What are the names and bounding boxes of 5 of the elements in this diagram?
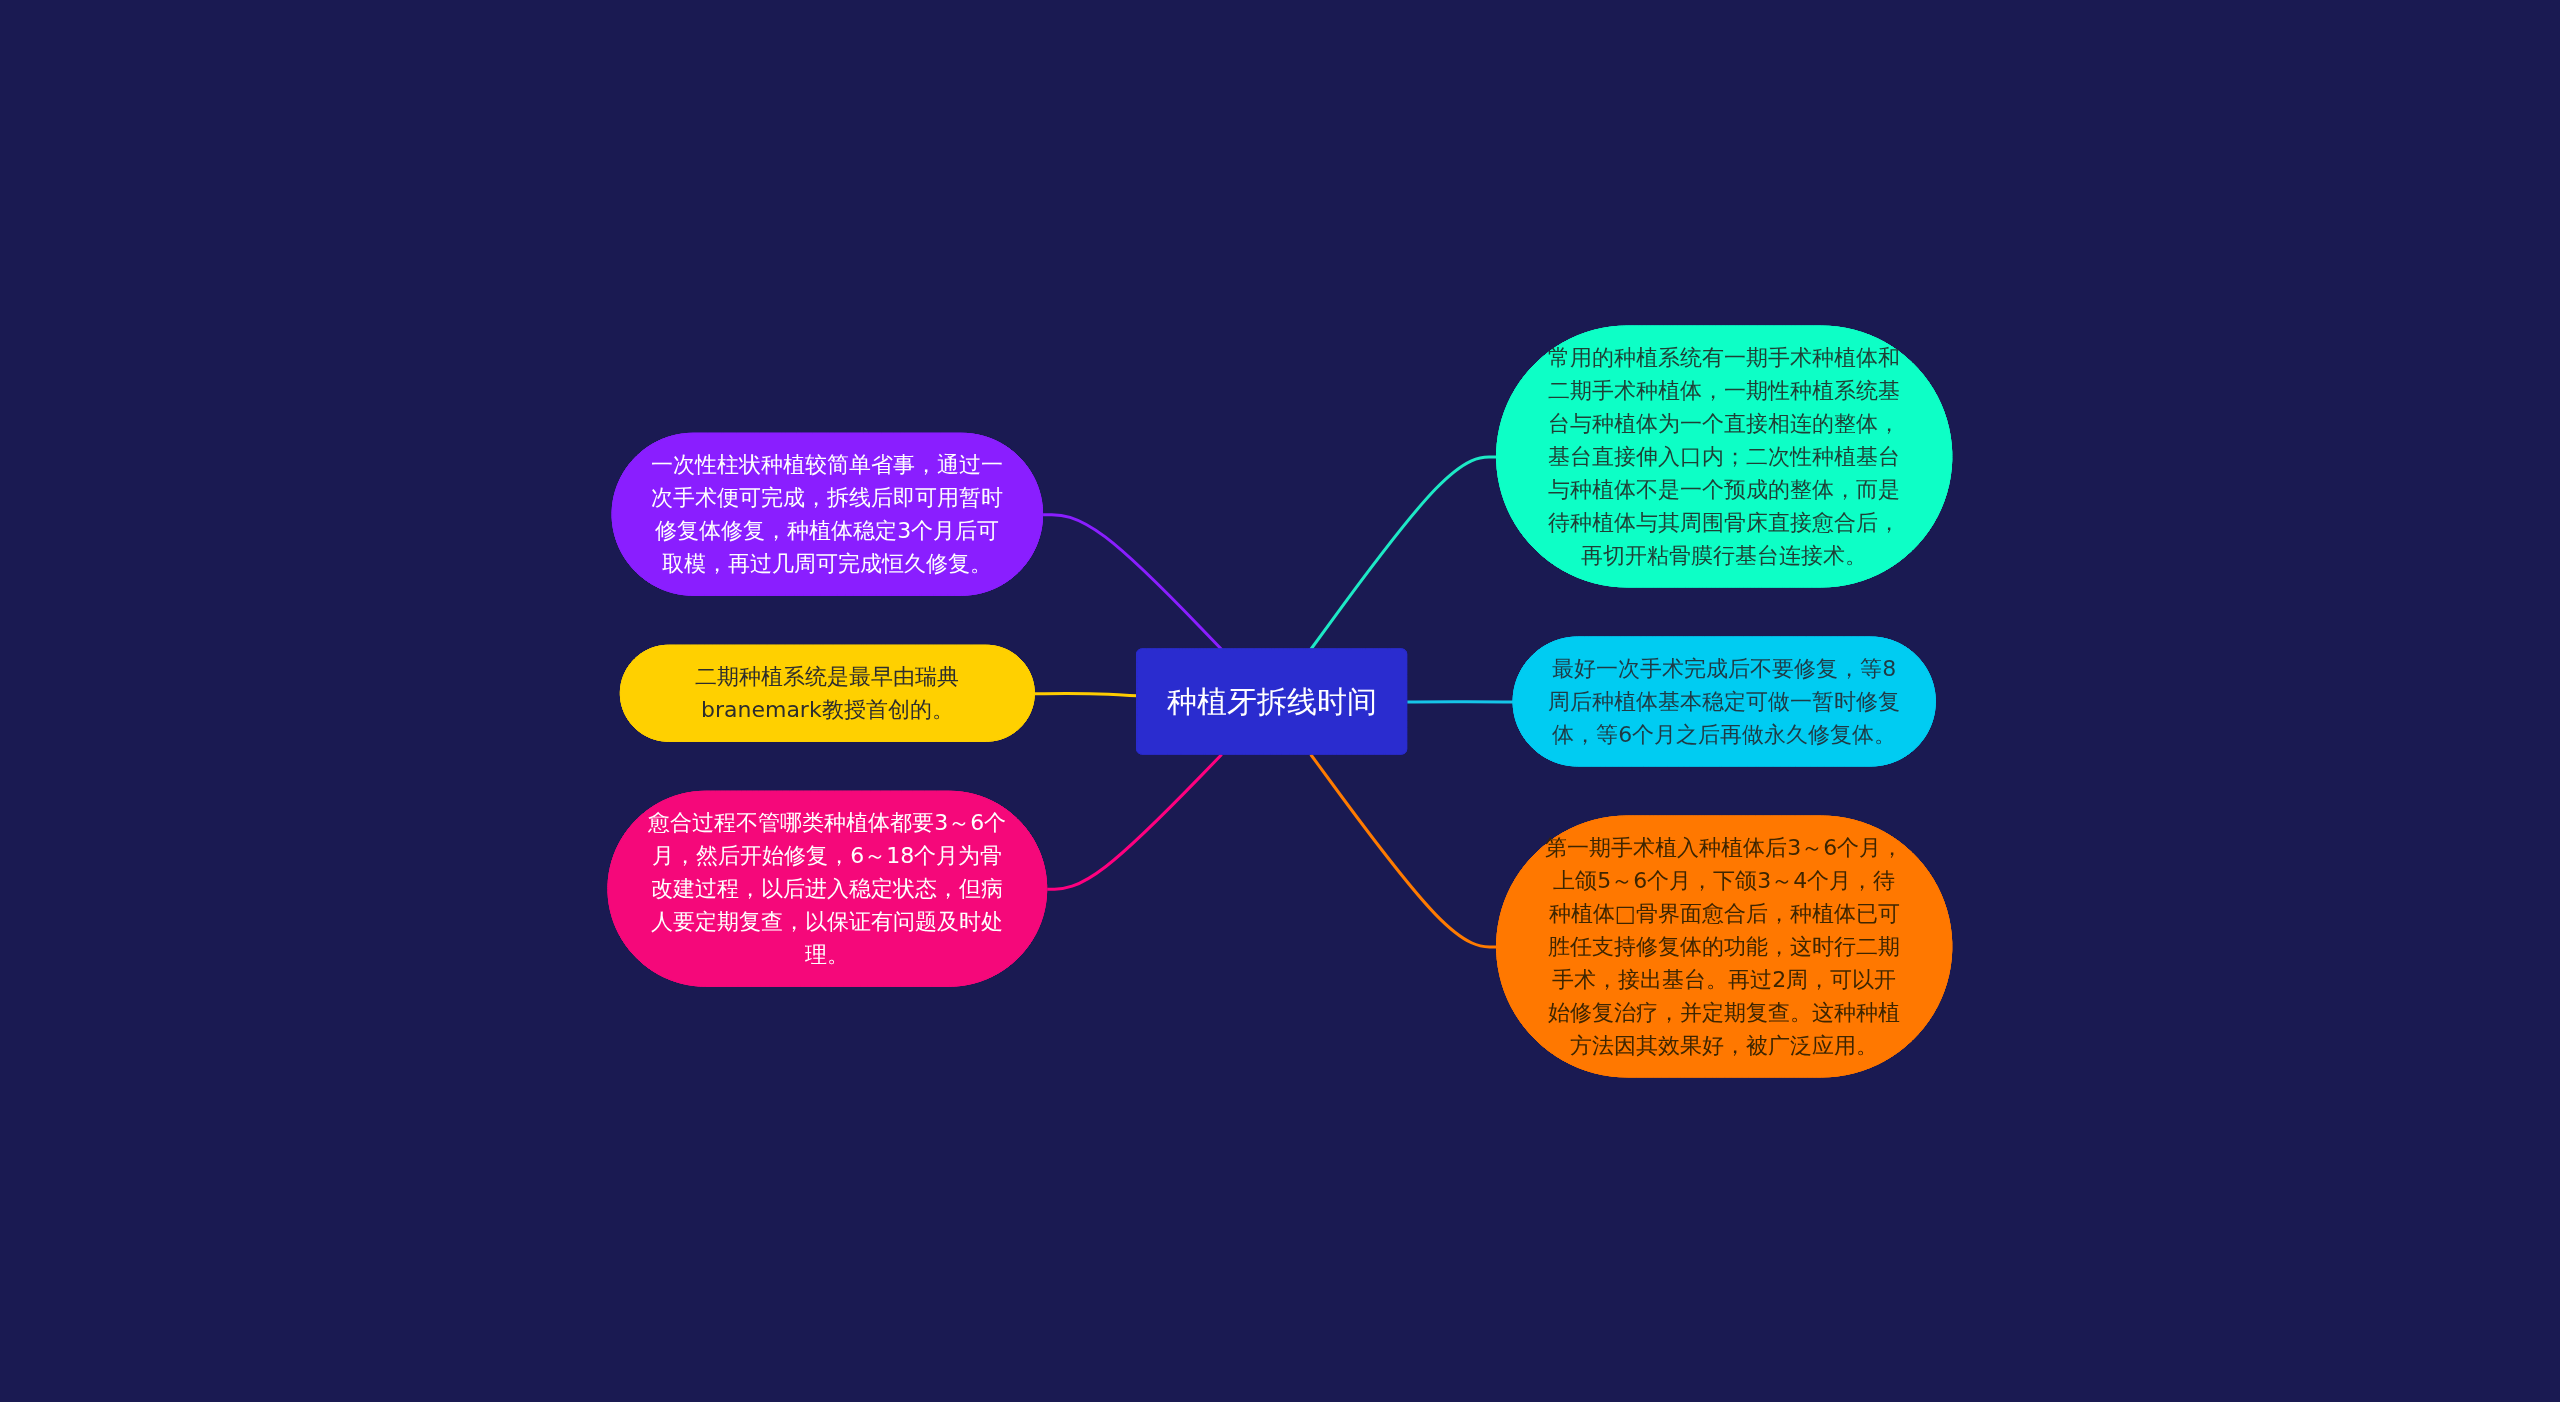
connector [1034, 691, 1138, 697]
connector [1047, 752, 1223, 891]
connector [1309, 454, 1498, 650]
connector [1309, 753, 1498, 948]
connector [1407, 699, 1514, 703]
